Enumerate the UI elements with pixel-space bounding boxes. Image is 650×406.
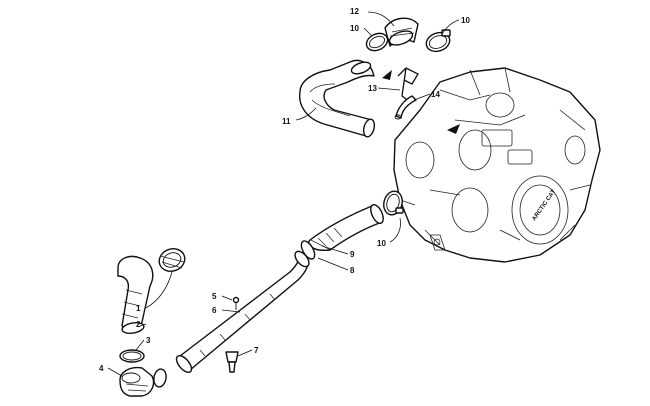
leader-lines (107, 11, 460, 377)
callout-13: 13 (368, 84, 377, 93)
part-2-curved-duct (117, 255, 154, 334)
part-12-elbow (384, 17, 419, 47)
callout-4: 4 (99, 364, 104, 373)
callout-5: 5 (212, 292, 217, 301)
callout-3: 3 (146, 336, 151, 345)
part-1-seal (158, 248, 186, 272)
callout-11: 11 (282, 117, 291, 126)
clamp-lower (153, 368, 167, 388)
callout-9: 9 (350, 250, 355, 259)
part-10-clamp-middle (383, 190, 404, 216)
part-9-hose (308, 203, 384, 252)
callout-12: 12 (350, 7, 359, 16)
part-10-clamp-top-right (425, 29, 451, 53)
part-7-valve (225, 351, 239, 373)
part-3-clamp (119, 349, 145, 363)
callout-14: 14 (431, 90, 440, 99)
callout-10-top-left: 10 (350, 24, 359, 33)
callout-8: 8 (350, 266, 355, 275)
part-10-clamp-top-left (365, 32, 389, 52)
part-6-long-tube (175, 250, 310, 374)
part-14-tube (394, 95, 417, 120)
callout-7: 7 (254, 346, 259, 355)
arrow-marker-icon (447, 124, 460, 134)
part-11-upper-hose (298, 59, 376, 138)
callout-1: 1 (136, 304, 141, 313)
callout-2: 2 (136, 320, 141, 329)
callout-6: 6 (212, 306, 217, 315)
part-8-ring (300, 240, 316, 260)
callout-labels: 12 10 10 11 13 14 10 9 8 5 6 7 1 2 3 4 (99, 7, 470, 373)
arrow-marker-icon-2 (382, 70, 392, 80)
part-5-screw (232, 296, 240, 310)
callout-10-middle: 10 (377, 239, 386, 248)
part-4-elbow-boot (119, 366, 155, 397)
engine-assembly: ARCTIC CAT (393, 67, 601, 263)
callout-10-top-right: 10 (461, 16, 470, 25)
